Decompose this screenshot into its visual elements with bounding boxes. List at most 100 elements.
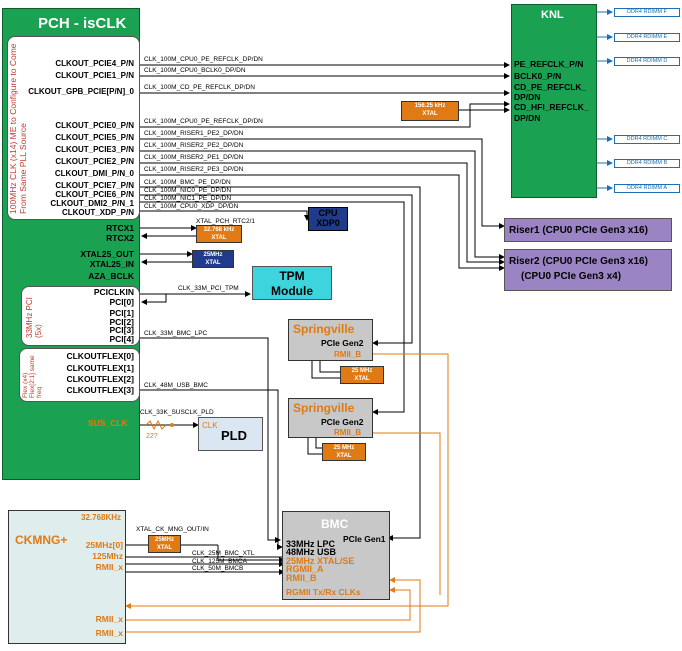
bmc-pcie: PCIe Gen1 — [343, 534, 386, 544]
signal-label-usb-bmc: CLK_48M_USB_BMC — [144, 382, 208, 389]
riser2-label: (CPU0 PCIe Gen3 x4) — [521, 271, 622, 282]
ckmng-pin: 125Mhz — [92, 551, 123, 561]
xtal-freq: 25MHz — [154, 537, 174, 543]
xtal-label: XTAL — [211, 235, 227, 241]
bmc-line: 33MHz LPC — [286, 539, 336, 549]
knl-pin: DP/DN — [514, 92, 541, 102]
xtal-label: XTAL — [336, 453, 352, 459]
pch-pci-group — [21, 286, 140, 346]
knl-pin: BCLK0_P/N — [514, 71, 562, 81]
pch-side-note: 100MHz CLK (x14) ME to Configure to Come… — [8, 43, 28, 214]
bmc-title: BMC — [321, 517, 349, 531]
xtal-label: XTAL — [156, 545, 173, 551]
xtal-freq: 25 MHz — [333, 445, 355, 451]
signal-label: CLK_100M_BMC_PE_DP/DN — [144, 179, 231, 186]
knl-pin: CD_HFI_REFCLK_ — [514, 102, 589, 112]
dimm-box: DDR4 RDIMM A — [614, 184, 680, 193]
pch-pin: XTAL25_OUT — [80, 249, 134, 259]
signal-label-bmc-lpc: CLK_33M_BMC_LPC — [144, 330, 208, 337]
pch-pin: CLKOUT_DMI_P/N_0 — [54, 169, 134, 178]
pch25-xtal: 25MHz XTAL — [192, 250, 234, 268]
pch-pin: CLKOUTFLEX[1] — [66, 363, 134, 373]
springville1-rmii: RMII_B — [334, 350, 362, 359]
springville2-rmii: RMII_B — [334, 428, 362, 437]
signal-label-pci-tpm: CLK_33M_PCI_TPM — [178, 285, 239, 292]
signal-label-ckmng-xtal: XTAL_CK_MNG_OUT/IN — [136, 526, 209, 533]
pch-pin: CLKOUT_DMI2_P/N_1 — [50, 199, 134, 208]
pch-pin: XTAL25_IN — [89, 259, 134, 269]
riser2-block: Riser2 (CPU0 PCIe Gen3 x16) (CPU0 PCIe G… — [504, 249, 672, 291]
pch-pcie-group — [7, 36, 140, 220]
springville1-title: Springville — [293, 322, 355, 336]
bmc-footer: RGMII Tx/Rx CLKs — [286, 587, 361, 597]
xtal-freq: 156.25 kHz — [414, 103, 446, 109]
pld-title: PLD — [221, 428, 247, 443]
signal-label: CLK_100M_CPU0_BCLK0_DP/DN — [144, 67, 246, 74]
pch-pin: CLKOUT_GPB_PCIE[P/N]_0 — [28, 87, 134, 96]
ckmng-pin: RMII_x — [95, 562, 123, 572]
pch-pin: CLKOUTFLEX[0] — [66, 351, 134, 361]
riser1-block: Riser1 (CPU0 PCIe Gen3 x16) — [504, 218, 672, 242]
springville1-xtal: 25 MHz XTAL — [340, 366, 384, 384]
resistor-label: 22? — [146, 433, 158, 440]
pch-pin: CLKOUT_PCIE0_P/N — [55, 121, 134, 130]
riser2-label: Riser2 (CPU0 PCIe Gen3 x16) — [509, 256, 648, 267]
pch-pin: CLKOUT_PCIE7_P/N — [55, 181, 134, 190]
pch-pin: CLKOUT_PCIE6_P/N — [55, 190, 134, 199]
signal-label-bmcb: CLK_50M_BMCB — [192, 565, 244, 572]
dimm-box: DDR4 RDIMM C — [614, 135, 680, 144]
ckmng-xtal: 25MHz XTAL — [148, 535, 181, 553]
signal-label: CLK_100M_NIC1_PE_DP/DN — [144, 195, 232, 202]
tpm-line: TPM — [279, 269, 305, 283]
dimm-box: DDR4 RDIMM E — [614, 33, 680, 42]
pch-pin: PCI[4] — [109, 334, 134, 344]
pch-pin: CLKOUT_PCIE1_P/N — [55, 71, 134, 80]
bmc-line: 48MHz USB — [286, 547, 337, 557]
ckmng-block: 32.768KHz CKMNG+ 25MHz[0] 125Mhz RMII_x … — [8, 510, 126, 644]
pch-pin: PCICLKIN — [93, 287, 134, 297]
pch-pin: PCI[3] — [109, 325, 134, 335]
signal-label-bmca: CLK_125M_BMCA — [192, 558, 247, 565]
signal-label-susclk-pld: CLK_33K_SUSCLK_PLD — [140, 409, 214, 416]
signal-label: CLK_100M_RISER2_PE2_DP/DN — [144, 142, 244, 149]
signal-label: CLK_100M_RISER1_PE2_DP/DN — [144, 130, 244, 137]
pch-pin: RTCX1 — [106, 223, 134, 233]
pch-title: PCH - isCLK — [38, 15, 127, 32]
signal-label: CLK_100M_RISER2_PE1_DP/DN — [144, 154, 244, 161]
ckmng-bottom-pin: RMII_x — [95, 628, 123, 638]
springville1-block: Springville PCIe Gen2 RMII_B — [288, 319, 373, 361]
rtc-xtal: 32.768 kHz XTAL — [196, 225, 242, 243]
xtal-freq: 25MHz — [203, 252, 223, 258]
pch-flex-group — [19, 348, 140, 402]
pch-pin: CLKOUTFLEX[3] — [66, 385, 134, 395]
xtal-label: XTAL — [422, 111, 438, 117]
pch-pin: PCI[1] — [109, 308, 134, 318]
pch-pin: PCI[0] — [109, 297, 134, 307]
signal-label: CLK_100M_CPU0_PE_REFCLK_DP/DN — [144, 118, 263, 125]
pch-pin: PCI[2] — [109, 317, 134, 327]
knl-pin: CD_PE_REFCLK_ — [514, 82, 587, 92]
signal-label: CLK_100M_CPU0_PE_REFCLK_DP/DN — [144, 56, 263, 63]
knl-pin: DP/DN — [514, 113, 541, 123]
cpu-xdp-block: CPU XDP0 — [308, 207, 348, 231]
springville2-xtal: 25 MHz XTAL — [322, 443, 366, 461]
pch-pin: CLKOUTFLEX[2] — [66, 374, 134, 384]
knl-title: KNL — [541, 9, 564, 21]
xtal-freq: 25 MHz — [351, 368, 373, 374]
xtal-freq: 32.768 kHz — [203, 227, 235, 233]
ckmng-freq: 32.768KHz — [81, 513, 122, 522]
pch-pin: CLKOUT_PCIE4_P/N — [55, 59, 134, 68]
pch-flex-label: Flex (x4) Flex[2:1] same freq — [22, 355, 43, 398]
pch-pin: CLKOUT_XDP_P/N — [61, 208, 134, 217]
knl-pin: PE_REFCLK_P/N — [514, 59, 584, 69]
bmc-orange-line: RMII_B — [286, 573, 317, 583]
pch-pin: AZA_BCLK — [88, 271, 134, 281]
signal-label: CLK_100M_CPU0_XDP_DP/DN — [144, 203, 239, 210]
springville1-pcie: PCIe Gen2 — [321, 338, 364, 348]
pch-susclk-label: SUS_CLK — [88, 418, 128, 428]
dimm-box: DDR4 RDIMM F — [614, 8, 680, 17]
cpu-xdp-line: CPU — [318, 208, 338, 218]
pch-pin: CLKOUT_PCIE5_P/N — [55, 133, 134, 142]
signal-label-bmc-xtl: CLK_25M_BMC_XTL — [192, 550, 255, 557]
bmc-orange-line: RGMII_A — [286, 564, 324, 574]
